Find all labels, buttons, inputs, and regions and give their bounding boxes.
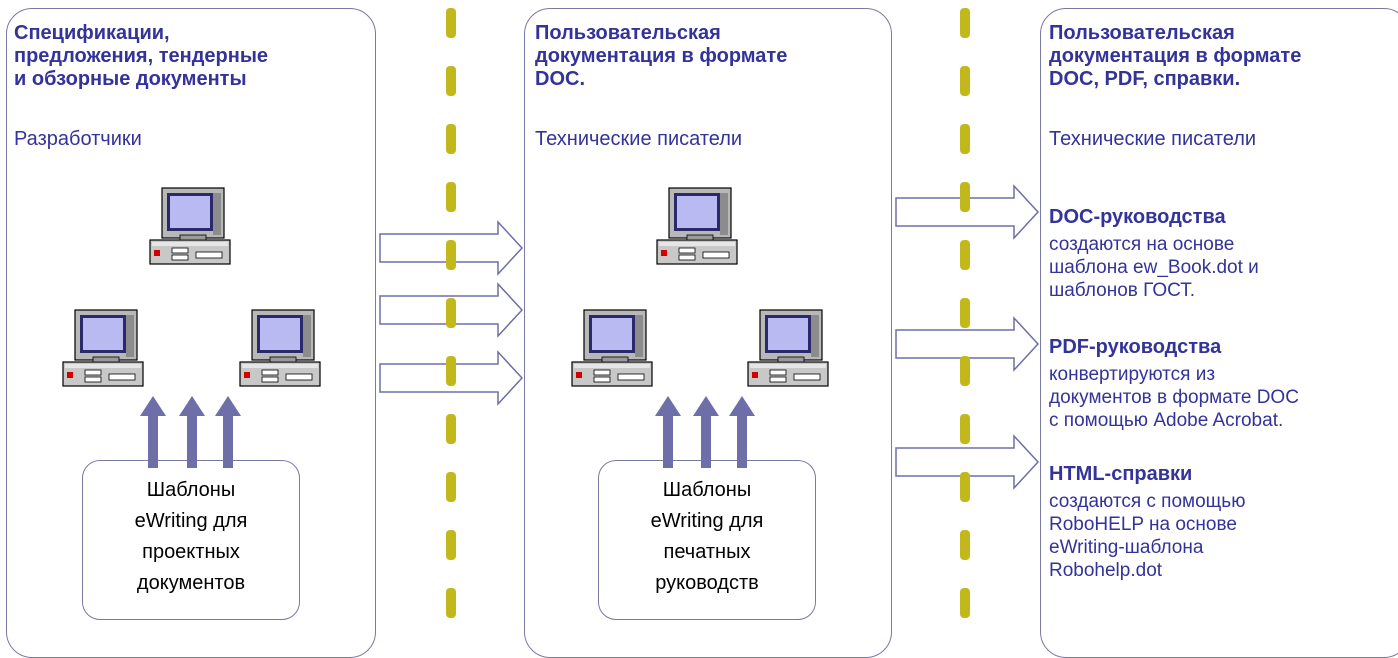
divider-dash bbox=[446, 530, 456, 560]
arrow-up-icon bbox=[215, 396, 241, 468]
panel-writers-doc-subtitle: Технические писатели bbox=[535, 128, 743, 150]
divider-dash bbox=[960, 530, 970, 560]
panel-developers-subtitle: Разработчики bbox=[14, 128, 142, 150]
divider-dash bbox=[446, 182, 456, 212]
divider-dash bbox=[446, 588, 456, 618]
divider-dash bbox=[960, 182, 970, 212]
divider-dash bbox=[960, 240, 970, 270]
divider-dash bbox=[960, 356, 970, 386]
divider-dash bbox=[446, 8, 456, 38]
computer-icon bbox=[149, 187, 231, 265]
divider-dash bbox=[446, 66, 456, 96]
panel-developers-title: Спецификации, предложения, тендерные и о… bbox=[14, 22, 269, 90]
divider-dash bbox=[960, 588, 970, 618]
arrow-up-icon bbox=[729, 396, 755, 468]
arrow-up-icon bbox=[693, 396, 719, 468]
panel-writers-doc-title: Пользовательская документация в формате … bbox=[535, 22, 788, 90]
divider-dash bbox=[446, 414, 456, 444]
divider-dash bbox=[446, 356, 456, 386]
panel-writers-output bbox=[1040, 8, 1398, 658]
computer-icon bbox=[239, 309, 321, 387]
divider-dash bbox=[960, 124, 970, 154]
output-doc-text: создаются на основе шаблона ew_Book.dot … bbox=[1049, 234, 1259, 301]
computer-icon bbox=[747, 309, 829, 387]
template-box-print: Шаблоны eWriting для печатных руководств bbox=[598, 460, 816, 620]
panel-writers-output-title: Пользовательская документация в формате … bbox=[1049, 22, 1302, 90]
divider-dash bbox=[960, 66, 970, 96]
template-box-project: Шаблоны eWriting для проектных документо… bbox=[82, 460, 300, 620]
divider-dash bbox=[446, 472, 456, 502]
output-html-text: создаются с помощью RoboHELP на основе e… bbox=[1049, 491, 1246, 581]
arrow-up-icon bbox=[655, 396, 681, 468]
computer-icon bbox=[571, 309, 653, 387]
divider-dash bbox=[960, 414, 970, 444]
divider-dash bbox=[446, 298, 456, 328]
divider-dash bbox=[960, 8, 970, 38]
output-pdf-text: конвертируются из документов в формате D… bbox=[1049, 364, 1299, 431]
divider-dash bbox=[446, 240, 456, 270]
computer-icon bbox=[656, 187, 738, 265]
diagram-graphics bbox=[62, 185, 1039, 489]
panel-writers-output-subtitle: Технические писатели bbox=[1049, 128, 1257, 150]
divider-dash bbox=[446, 124, 456, 154]
computer-icon bbox=[62, 309, 144, 387]
divider-dash bbox=[960, 298, 970, 328]
divider-dash bbox=[960, 472, 970, 502]
arrow-up-icon bbox=[140, 396, 166, 468]
arrow-up-icon bbox=[179, 396, 205, 468]
output-pdf-title: PDF-руководства bbox=[1049, 336, 1222, 358]
output-doc-title: DOC-руководства bbox=[1049, 206, 1226, 228]
output-html-title: HTML-справки bbox=[1049, 463, 1193, 485]
